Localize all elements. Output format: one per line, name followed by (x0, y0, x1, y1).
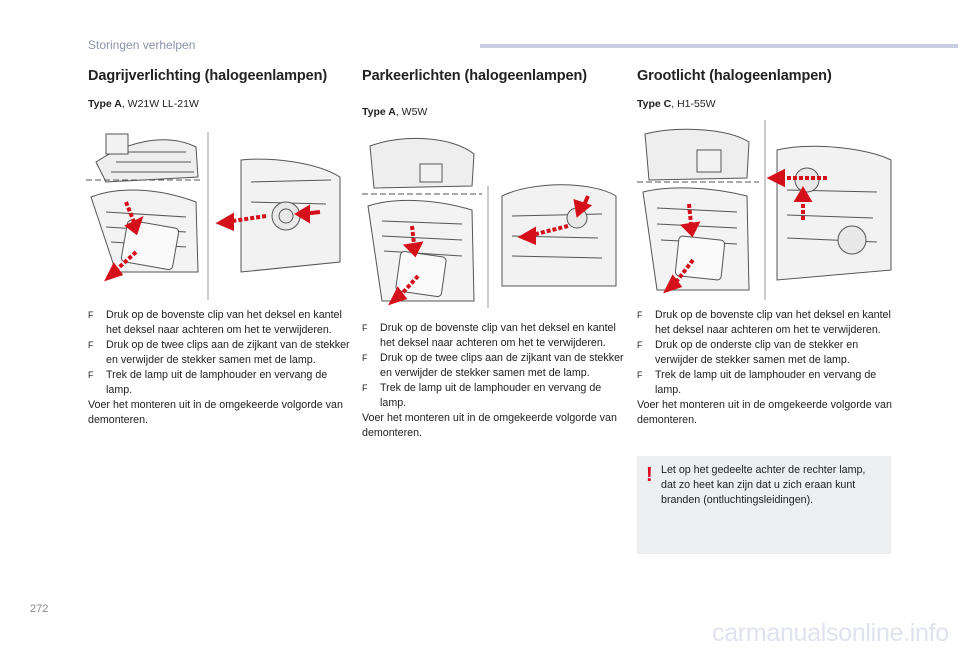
bullet-icon: F (362, 383, 368, 393)
bullet-icon: F (637, 370, 643, 380)
bulb-type-line: Type A, W21W LL-21W (88, 98, 199, 110)
bullet-icon: F (88, 310, 94, 320)
high-beam-illustration (637, 120, 893, 300)
warning-exclamation-icon: ! (646, 464, 653, 486)
page-number: 272 (30, 603, 49, 615)
bullet-icon: F (88, 370, 94, 380)
column-high-beam: Grootlicht (halogeenlampen) (637, 68, 899, 84)
warning-text: Let op het gedeelte achter de rechter la… (661, 464, 866, 506)
bullet-icon: F (362, 353, 368, 363)
column-title: Grootlicht (halogeenlampen) (637, 68, 832, 84)
bullet-icon: F (637, 340, 643, 350)
bulb-type-label: Type A (362, 106, 396, 118)
removal-arrow-icon (104, 201, 321, 282)
parking-light-illustration (362, 126, 618, 308)
bulb-type-label: Type A (88, 98, 122, 110)
header-rule (480, 44, 958, 48)
daytime-light-illustration (86, 122, 342, 300)
warning-note: ! Let op het gedeelte achter de rechter … (637, 456, 891, 554)
bulb-type-line: Type C, H1-55W (637, 98, 716, 110)
bullet-icon: F (637, 310, 643, 320)
bulb-type-label: Type C (637, 98, 672, 110)
column-daytime-lights: Dagrijverlichting (halogeenlampen) (88, 68, 350, 84)
reassembly-note: Voer het monteren uit in de omgekeerde v… (362, 412, 617, 439)
bulb-type-value: , W5W (395, 106, 428, 118)
bullet-icon: F (88, 340, 94, 350)
bulb-type-value: , H1-55W (671, 98, 716, 110)
section-title: Storingen verhelpen (88, 38, 196, 52)
removal-arrow-icon (663, 168, 827, 294)
reassembly-note: Voer het monteren uit in de omgekeerde v… (88, 399, 343, 426)
column-parking-lights: Parkeerlichten (halogeenlampen) (362, 68, 624, 84)
bulb-type-line: Type A, W5W (362, 106, 427, 118)
bulb-type-value: , W21W LL-21W (121, 98, 199, 110)
removal-arrow-icon (388, 195, 593, 306)
column-title: Dagrijverlichting (halogeenlampen) (88, 68, 328, 84)
column-title: Parkeerlichten (halogeenlampen) (362, 68, 587, 84)
watermark: carmanualsonline.info (712, 619, 949, 647)
bullet-icon: F (362, 323, 368, 333)
reassembly-note: Voer het monteren uit in de omgekeerde v… (637, 399, 892, 426)
